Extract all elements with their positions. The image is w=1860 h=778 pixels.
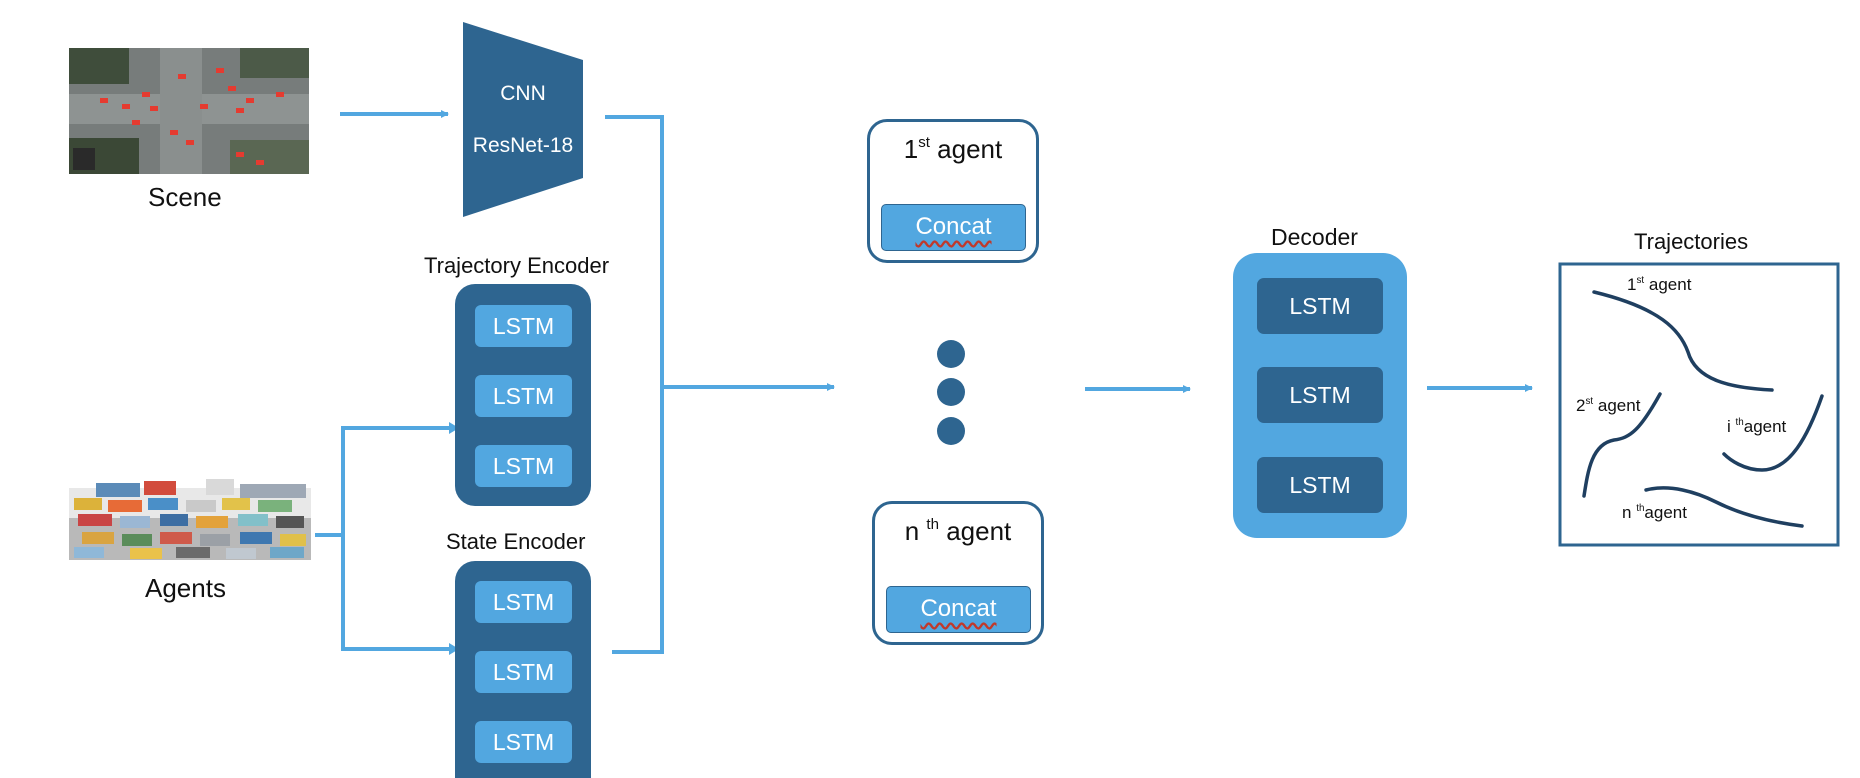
state-encoder-title: State Encoder — [446, 529, 586, 554]
state-lstm-cell: LSTM — [475, 721, 572, 763]
trajectory-label-nth: n thagent — [1622, 503, 1687, 523]
decoder-title: Decoder — [1271, 224, 1358, 250]
agents-to-encoders-connector — [315, 426, 449, 537]
trajectory-lstm-cell: LSTM — [475, 445, 572, 487]
trajectory-lstm-cell: LSTM — [475, 375, 572, 417]
bracket-connector — [605, 115, 664, 654]
agents-thumbnail — [69, 479, 311, 560]
trajectories-title: Trajectories — [1634, 229, 1749, 254]
trajectory-lstm-cell: LSTM — [475, 305, 572, 347]
trajectory-encoder-title: Trajectory Encoder — [424, 253, 610, 278]
cnn-model-label: ResNet-18 — [472, 134, 574, 157]
decoder-lstm-cell: LSTM — [1257, 367, 1383, 423]
trajectory-curve-2 — [1582, 392, 1662, 498]
cnn-label: CNN — [500, 82, 546, 105]
first-agent-concat-button[interactable]: Concat — [881, 204, 1026, 251]
state-lstm-cell: LSTM — [475, 651, 572, 693]
trajectory-curve-n — [1644, 486, 1804, 528]
agents-label: Agents — [145, 573, 226, 603]
trajectory-label-first: 1st agent — [1627, 275, 1692, 295]
trajectory-label-ith: i thagent — [1727, 417, 1787, 437]
nth-agent-box: n th agent Concat — [872, 501, 1044, 645]
nth-agent-title: n th agent — [904, 516, 1012, 546]
decoder-lstm-cell: LSTM — [1257, 457, 1383, 513]
nth-agent-concat-button[interactable]: Concat — [886, 586, 1031, 633]
scene-label: Scene — [148, 182, 222, 212]
trajectory-encoder-block: LSTM LSTM LSTM — [455, 284, 591, 506]
scene-thumbnail — [69, 48, 309, 174]
first-agent-title: 1st agent — [903, 134, 1003, 164]
ellipsis-dots — [937, 340, 965, 445]
trajectory-label-second: 2st agent — [1576, 396, 1641, 416]
decoder-lstm-cell: LSTM — [1257, 278, 1383, 334]
cnn-block — [463, 22, 583, 217]
decoder-block: LSTM LSTM LSTM — [1233, 253, 1407, 538]
state-lstm-cell: LSTM — [475, 581, 572, 623]
trajectory-curve-i — [1722, 394, 1824, 472]
trajectory-curve-1 — [1592, 290, 1774, 392]
state-encoder-block: LSTM LSTM LSTM — [455, 561, 591, 778]
first-agent-box: 1st agent Concat — [867, 119, 1039, 263]
trajectories-panel — [1558, 262, 1840, 547]
